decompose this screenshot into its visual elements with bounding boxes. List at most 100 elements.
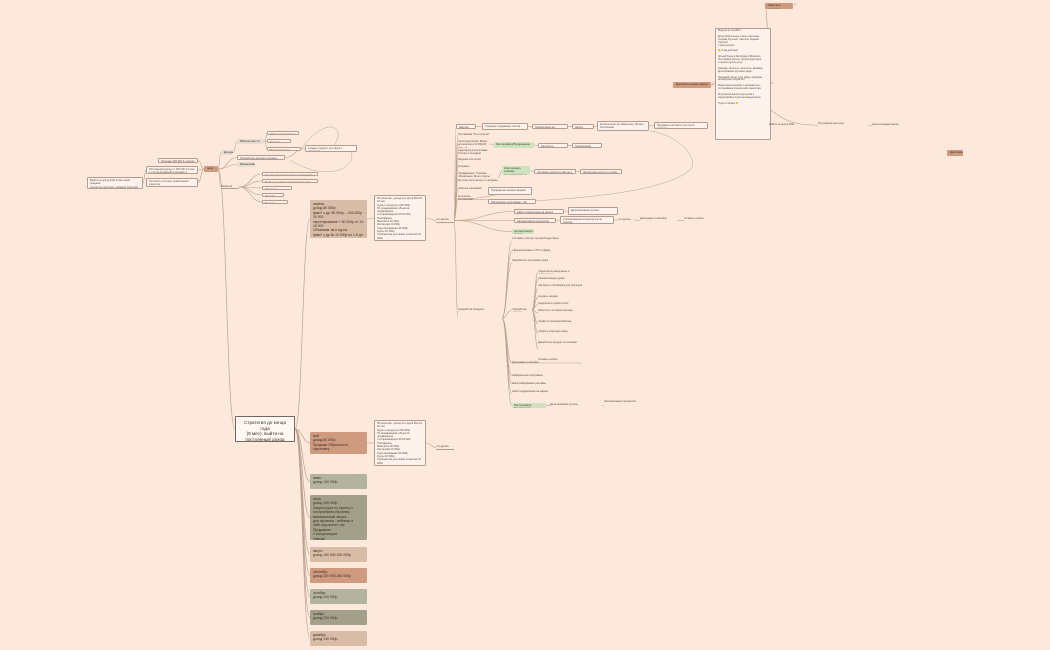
april-mid-item[interactable]: Составить контент-план на 2 недели [534,169,576,174]
far-left-note[interactable]: Выйти на доход 200к в мес через продажи … [87,177,143,189]
april-lower-hub-b[interactable]: Проработка продукта [512,308,527,312]
left-sub[interactable]: Ведение сообщества [267,139,291,143]
month-node-april[interactable]: апрель доход 80 000р фикс* с др. 50 000р… [310,200,367,238]
april-hub[interactable]: что делать [436,218,454,223]
april-right-item[interactable]: Отзывы и кейсы [684,217,704,220]
right-tag[interactable]: Достижения [947,150,963,156]
left-note[interactable]: Проработать воронку продаж и увеличить с… [237,155,285,160]
chain-item[interactable]: Регулярный контроль [818,122,844,125]
left-goal-note[interactable]: Построить систему привлечения клиентов и… [146,178,198,187]
april-lower-item[interactable]: Настроить платформу для обучения [538,284,583,287]
april-tail-item[interactable]: Масштабирование рекламы [512,382,546,385]
april-lower-item[interactable]: Составить портрет целевой аудитории [512,237,559,240]
april-mid-item[interactable]: Настроить продающий аккаунт [538,143,568,148]
april-top-item[interactable]: Привлечение на вебинар и воронку продаж [532,124,568,129]
april-tail-item[interactable]: Делегирование рутины [550,403,578,406]
april-top-item[interactable]: Закупка базы [456,124,476,129]
april-tail-item[interactable]: Допродажи и апсейлы [512,361,539,364]
left-dev-item[interactable]: Личный бренд [262,193,284,197]
april-left-item[interactable]: Ведение соц сетей [458,158,481,161]
april-lower-item[interactable]: Доработать продукт по отзывам [538,341,577,344]
month-node-july[interactable]: июль доход 150 000р Запуск курса по тарг… [310,495,367,540]
month-node-may[interactable]: май доход 80 000р Продажи Обучения по та… [310,432,367,454]
april-lower-item[interactable]: Провести пробный вебинар [538,320,572,323]
april-right-item[interactable]: Допродажи и апсейлы [640,217,667,220]
floating-pill[interactable]: Дополнительные задачи [673,82,711,88]
month-node-june[interactable]: июнь доход 100 000р [310,474,367,489]
april-lower-item[interactable]: Подключить прием оплат [538,302,569,305]
may-hub[interactable]: что делать [436,445,454,450]
april-lower-item[interactable]: Создать лендинг [538,295,559,298]
left-sub[interactable]: Создать продукт на старте с продажей [305,145,357,152]
top-right-pill[interactable]: Заметки и ресурсы [765,3,793,9]
april-lower-hub[interactable]: Проработка продукта [458,308,484,311]
connector-line [531,278,539,311]
april-mid-item[interactable]: Партнерские программы: ~30 клиентов [488,199,536,204]
month-node-august[interactable]: август доход 150 000-200 000р [310,547,367,562]
connector-line [238,180,263,188]
april-lower-item[interactable]: Подготовить материалы и презентацию [538,270,570,274]
left-dev-item[interactable]: Выйти на стабильный поток клиентов [262,179,318,183]
left-dev-item[interactable]: Создать продукт на старте с продажей [262,172,318,176]
left-goal-note[interactable]: Постоянный доход от 200 000 ₽ в мес с уч… [146,166,198,174]
april-summary-note[interactable]: 50 клиентов - доход на страте 80к 10-15 … [374,195,426,241]
left-dev-item[interactable]: Обучение таргетингу [262,186,292,190]
left-note[interactable]: Рабочих мест и расписание [237,139,265,144]
april-right-item[interactable]: Автоматизация процессов [514,218,556,223]
april-right-item[interactable]: Найти подрядчиков на задачи [514,209,564,214]
connector-line [238,173,263,188]
april-lower-item[interactable]: Сформулировать УТП и оффер [512,249,551,252]
april-tail-item[interactable]: Найти подрядчиков на задачи [512,390,549,393]
april-top-item[interactable]: Создание продающих постов [482,123,528,130]
left-dev-item[interactable]: Ведение сообщества [262,200,288,204]
april-lower-item[interactable]: Запустить тестовую рекламу [538,309,573,312]
april-top-item[interactable]: Продажа на встрече или после рекламы [654,122,708,129]
left-pill-b[interactable]: Доходы [221,150,233,155]
april-right-item[interactable]: Делегирование рутины [568,207,618,215]
april-mid-item[interactable]: Привлечение клиентов [572,143,602,148]
left-pill-c[interactable]: Развитие [221,185,239,189]
collapse-icon[interactable]: ⊙ [794,2,797,6]
april-left-item[interactable]: Рабочих сценариев [458,187,482,190]
april-left-item[interactable]: Поиск аудитории: Видео для контента 10 0… [458,140,488,148]
green-tag[interactable]: Консультация, семинар по продвижению в с… [502,166,530,175]
left-sub[interactable]: Обучение таргетингу [267,131,299,135]
month-node-october[interactable]: октябрь доход 200 000р [310,589,367,604]
april-lower-item[interactable]: Записать видео-уроки [538,277,565,280]
big-vision-note[interactable]: Видение на год 200к ✓ Доход 200к в месяц… [715,28,771,140]
left-note[interactable]: Финансовая подушка [237,162,255,167]
april-left-item[interactable]: В клиенты 10 клиентов [458,195,473,202]
green-tag[interactable]: Мастермайнд/Продвижение [512,403,546,408]
left-goal-note[interactable]: Продажи 100 000 ₽ в месяц [158,158,198,163]
april-tail-item[interactable]: Отзывы и кейсы [538,358,558,361]
april-left-item[interactable]: Продвижение: Платные объявления, Блоги, … [458,172,498,182]
month-node-november[interactable]: ноябрь доход 220 000р [310,610,367,625]
left-pill[interactable]: цели [204,166,218,172]
month-node-december[interactable]: декабрь доход 230 000р [310,631,367,646]
green-tag[interactable]: Мастермайнд/Продвижение [494,142,534,148]
april-tail-item[interactable]: Реферальная программа [512,374,543,377]
collapse-icon[interactable]: ⊙ [771,81,774,85]
april-tail-item[interactable]: Автоматизация процессов [604,400,636,403]
april-mid-item[interactable]: Проведение прямых эфиров [488,187,532,195]
may-summary-note[interactable]: 50 клиентов - доход на страте 80к 10-15 … [374,420,426,466]
chain-item[interactable]: Выйти на доход 200к [769,123,795,126]
april-right-item[interactable]: Сопровождение клиентов после покупки [560,216,614,224]
april-right-item[interactable]: что делать [618,218,631,221]
chain-item[interactable]: Анализ каждый месяц [872,123,899,126]
connector-line [501,317,513,385]
connector-line [238,186,263,196]
april-top-item[interactable]: Запуск рекламы [572,124,594,129]
connector-line [238,186,263,203]
april-left-item[interactable]: Постановка ТЗ на контент [458,133,490,136]
april-left-item[interactable]: Аудитория для рекламы: Теплая и холодная [458,149,489,156]
left-sub[interactable]: Продажа курсов [267,147,301,151]
april-top-item[interactable]: Консультация по маркетингу 30 мин беспла… [597,121,649,131]
april-lower-item[interactable]: Разработать программу курса [512,259,549,262]
green-tag[interactable]: Автоматизация продаж [512,229,534,234]
april-lower-item[interactable]: Собрать обратную связь [538,330,568,333]
april-left-item[interactable]: В выдаче [458,165,470,168]
month-node-september[interactable]: сентябрь доход 200 000-250 000р [310,568,367,583]
april-mid-item[interactable]: Экспертные посты в группах [580,169,622,174]
root-node[interactable]: Стратегия до конца года (9 мес): выйти н… [235,416,295,442]
